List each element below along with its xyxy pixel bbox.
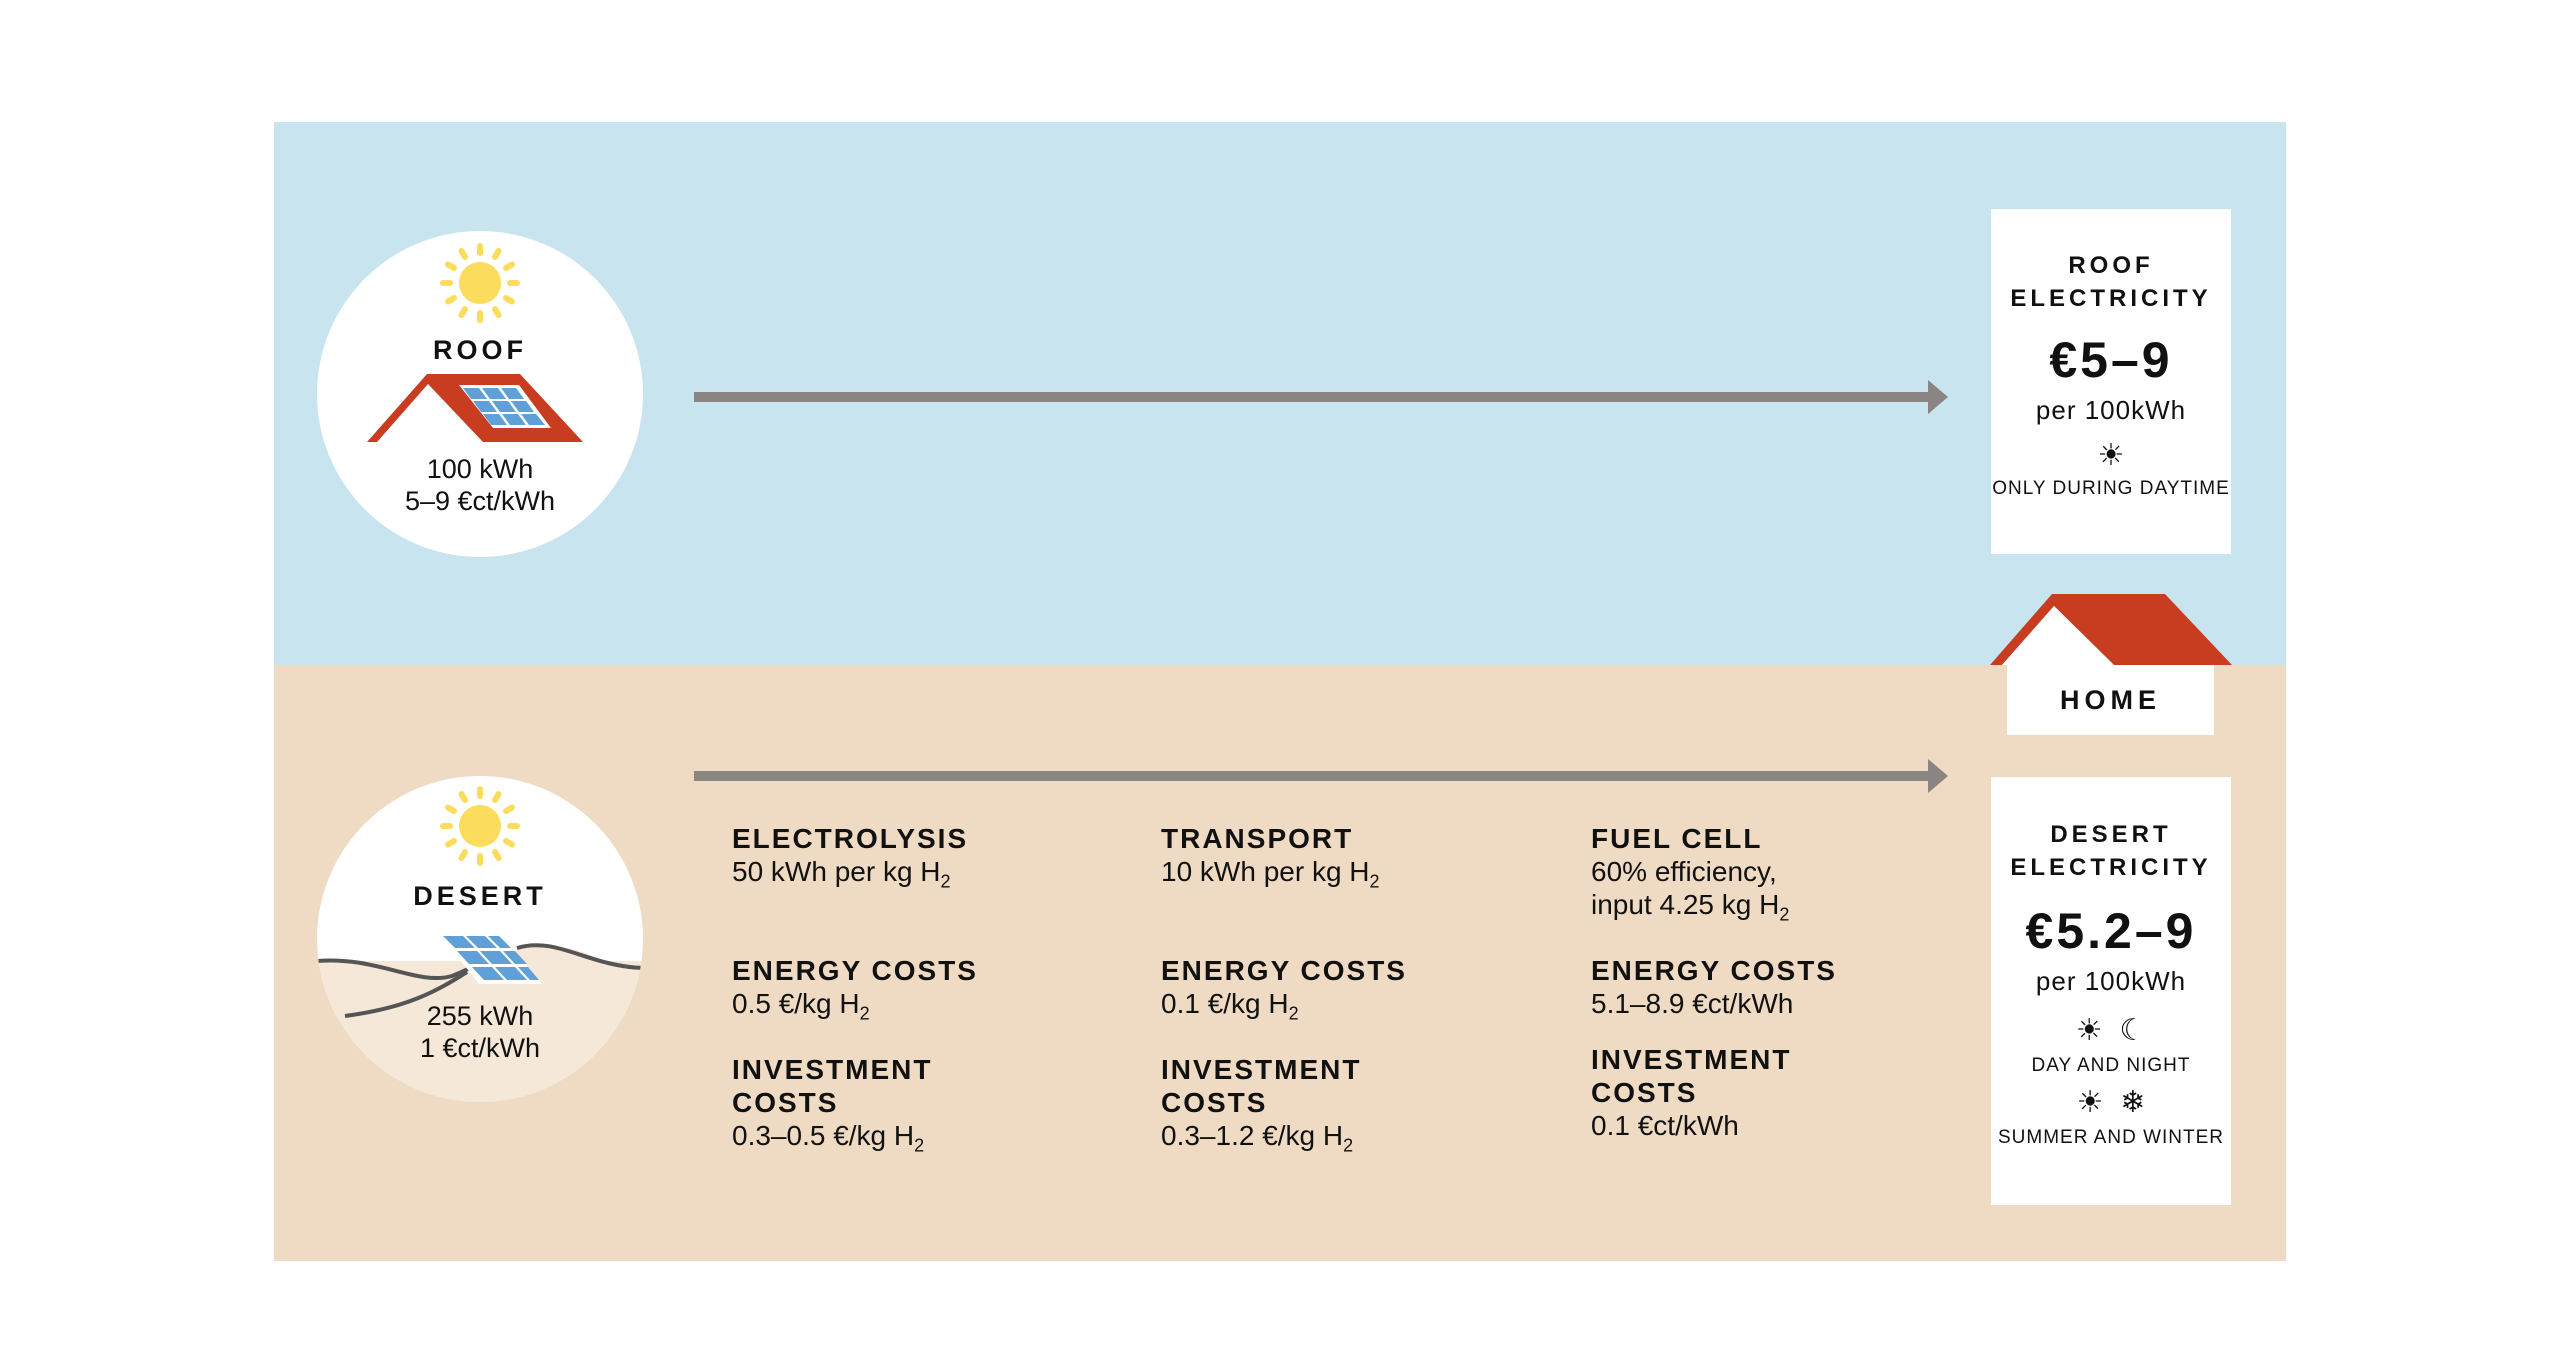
snowflake-icon: ❄ [2120, 1086, 2146, 1119]
sun-icon [440, 786, 520, 866]
energy-costs-label: ENERGY COSTS [1161, 954, 1407, 986]
step-electrolysis: ELECTROLYSIS 50 kWh per kg H2 ENERGY COS… [732, 822, 1132, 1163]
roof-title: ROOF [433, 335, 527, 365]
step-title: FUEL CELL [1591, 823, 1763, 854]
energy-costs-value: 0.1 €/kg H [1161, 987, 1289, 1019]
price: €5–9 [2049, 332, 2173, 388]
desert-electricity-card: DESERT ELECTRICITY €5.2–9 per 100kWh ☀ ☾… [1991, 777, 2231, 1205]
card-title: ELECTRICITY [2010, 285, 2212, 312]
sun-icon: ☀ [2097, 439, 2125, 472]
investment-value: 0.3–0.5 €/kg H [732, 1120, 915, 1152]
step-fuel-cell: FUEL CELL 60% efficiency, input 4.25 kg … [1591, 822, 1991, 1142]
energy-costs-label: ENERGY COSTS [1591, 954, 1837, 986]
price: €5.2–9 [2025, 903, 2197, 959]
desert-cost: 1 €ct/kWh [419, 1033, 541, 1063]
sun-icon: ☀ [2075, 1014, 2103, 1047]
step-title: ELECTROLYSIS [732, 823, 969, 854]
desert-energy: 255 kWh [426, 1001, 534, 1031]
investment-value: 0.1 €ct/kWh [1591, 1109, 1739, 1141]
price-unit: per 100kWh [2035, 395, 2187, 425]
roof-source-circle: ROOF 100 kWh 5–9 €ct/kWh [317, 231, 643, 557]
roof-electricity-card: ROOF ELECTRICITY €5–9 per 100kWh ☀ ONLY … [1991, 209, 2231, 554]
step-desc: 10 kWh per kg H [1161, 856, 1370, 887]
availability-note: ONLY DURING DAYTIME [1992, 478, 2230, 499]
availability-note: DAY AND NIGHT [2031, 1055, 2191, 1076]
sun-icon: ☀ [2076, 1086, 2104, 1119]
step-title: TRANSPORT [1161, 823, 1354, 854]
roof-energy: 100 kWh [426, 454, 534, 484]
investment-label: INVESTMENT [1591, 1043, 1792, 1075]
desert-title: DESERT [413, 881, 547, 911]
card-title: ELECTRICITY [2010, 854, 2212, 881]
solar-roof-icon [367, 374, 583, 442]
energy-costs-label: ENERGY COSTS [732, 954, 978, 986]
house-roof-icon [1990, 594, 2232, 665]
price-unit: per 100kWh [2035, 966, 2187, 996]
card-title: ROOF [2068, 252, 2154, 279]
roof-cost: 5–9 €ct/kWh [404, 486, 556, 516]
desert-source-circle: DESERT 255 kWh 1 €ct/kWh [317, 776, 643, 1102]
home-label: HOME [2007, 665, 2214, 735]
desert-dunes-icon [317, 933, 643, 1102]
energy-costs-value: 0.5 €/kg H [732, 987, 860, 1019]
investment-value: 0.3–1.2 €/kg H [1161, 1120, 1344, 1152]
energy-costs-value: 5.1–8.9 €ct/kWh [1591, 987, 1794, 1019]
investment-label: INVESTMENT [732, 1054, 933, 1086]
step-desc-2: input 4.25 kg H [1591, 889, 1780, 920]
season-note: SUMMER AND WINTER [1998, 1127, 2224, 1148]
step-transport: TRANSPORT 10 kWh per kg H2 ENERGY COSTS … [1161, 822, 1561, 1163]
sun-icon [440, 243, 520, 323]
step-desc: 50 kWh per kg H [732, 856, 941, 887]
roof-to-home-arrow [694, 380, 1948, 414]
investment-label: INVESTMENT [1161, 1054, 1362, 1086]
card-title: DESERT [2050, 821, 2172, 848]
desert-to-home-arrow [694, 759, 1948, 793]
step-desc: 60% efficiency, [1591, 856, 1777, 887]
moon-icon: ☾ [2119, 1014, 2147, 1047]
